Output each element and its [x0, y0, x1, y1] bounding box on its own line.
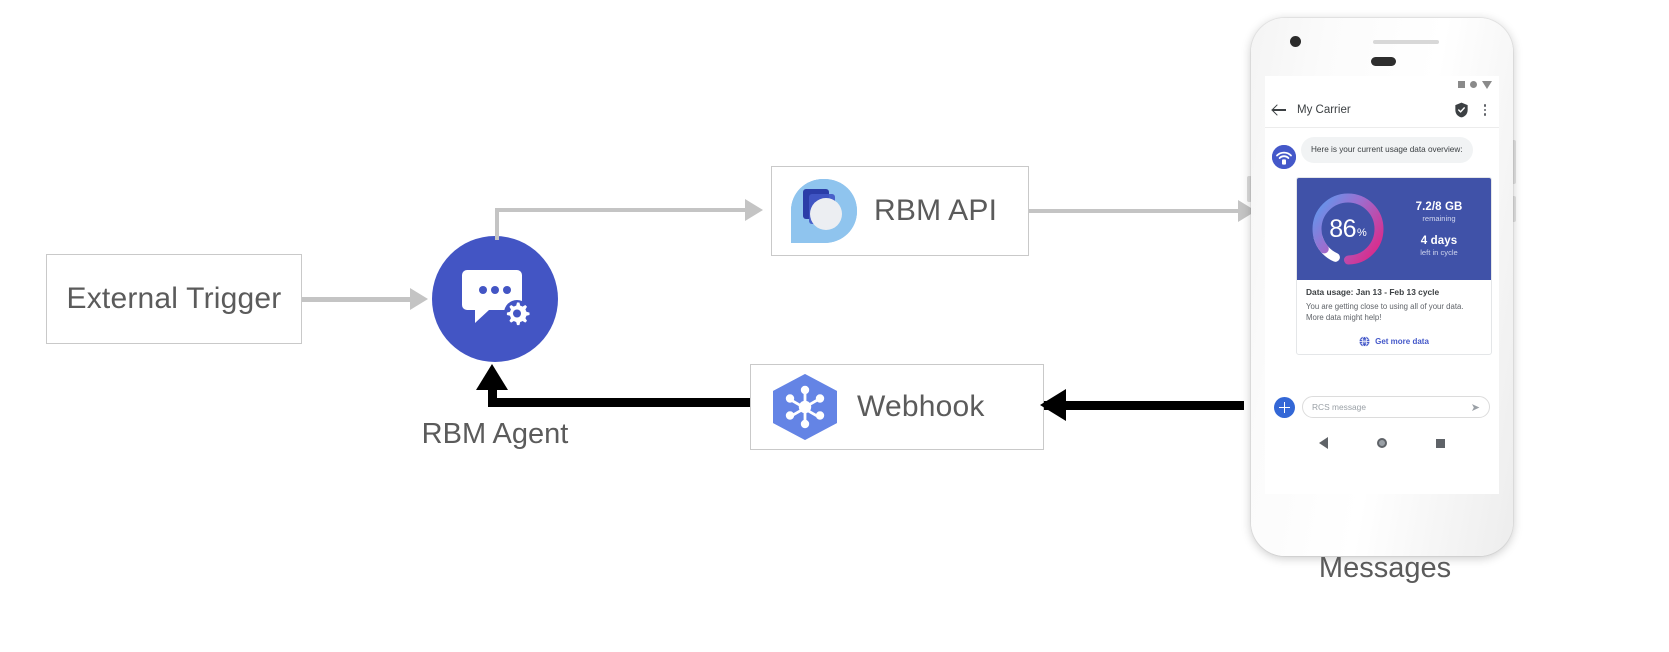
incoming-message-bubble: Here is your current usage data overview… [1301, 137, 1473, 163]
arrow-trigger-to-agent-head [410, 288, 428, 310]
rich-card-body: Data usage: Jan 13 - Feb 13 cycle You ar… [1297, 280, 1491, 328]
rich-card[interactable]: 86 % 7.2/8 GB remaining 4 days left in c… [1296, 177, 1492, 355]
conversation-area: Here is your current usage data overview… [1265, 128, 1499, 458]
send-icon[interactable]: ➤ [1470, 401, 1480, 414]
arrow-webhook-to-agent-horizontal [488, 398, 750, 407]
arrow-phone-to-webhook-line [1044, 401, 1244, 410]
rcs-message-input[interactable]: RCS message ➤ [1302, 396, 1490, 418]
arrow-trigger-to-agent-line [302, 297, 412, 302]
overflow-menu-icon[interactable] [1479, 104, 1491, 116]
arrow-agent-to-api-head [745, 199, 763, 221]
usage-stats: 7.2/8 GB remaining 4 days left in cycle [1389, 201, 1485, 257]
arrow-webhook-to-agent-vertical [488, 390, 497, 406]
globe-icon [1359, 335, 1370, 347]
incoming-message-row: Here is your current usage data overview… [1265, 137, 1499, 169]
gauge-value: 86 [1329, 214, 1357, 243]
arrow-agent-to-api-horizontal [495, 208, 747, 212]
gauge-unit: % [1357, 226, 1367, 239]
phone-speaker-grille [1373, 40, 1439, 44]
stat-days-left-value: 4 days [1420, 235, 1458, 247]
node-rbm-agent[interactable] [432, 236, 558, 362]
usage-gauge: 86 % [1307, 188, 1389, 270]
rich-card-description: You are getting close to using all of yo… [1306, 302, 1464, 323]
home-nav-icon[interactable] [1376, 438, 1387, 448]
app-bar: My Carrier [1265, 93, 1499, 128]
stat-data-remaining-label: remaining [1422, 214, 1456, 223]
phone-earpiece [1371, 57, 1396, 66]
messages-label: Messages [1318, 552, 1452, 584]
data-usage-gauge-panel: 86 % 7.2/8 GB remaining 4 days left in c… [1297, 178, 1491, 280]
stat-days-left: 4 days left in cycle [1393, 235, 1485, 257]
arrow-phone-to-webhook-head [1040, 389, 1066, 421]
get-more-data-label: Get more data [1375, 336, 1429, 346]
rcs-message-placeholder: RCS message [1312, 402, 1366, 412]
chat-gear-icon [462, 270, 530, 326]
stat-data-remaining-value: 7.2/8 GB [1415, 201, 1463, 213]
square-icon [1458, 81, 1465, 88]
rbm-api-label: RBM API [874, 194, 998, 227]
android-nav-bar [1265, 428, 1499, 458]
phone-front-camera [1290, 36, 1301, 47]
rbm-agent-label: RBM Agent [421, 418, 569, 450]
arrow-webhook-to-agent-head [476, 364, 508, 390]
rich-card-title: Data usage: Jan 13 - Feb 13 cycle [1306, 287, 1440, 297]
back-arrow-icon[interactable] [1273, 103, 1287, 117]
plus-icon[interactable] [1274, 396, 1295, 418]
app-bar-title: My Carrier [1297, 104, 1351, 116]
node-rbm-api[interactable]: RBM API [771, 166, 1029, 256]
phone-volume-down-button[interactable] [1511, 196, 1516, 222]
wifi-router-avatar-icon [1272, 145, 1296, 169]
webhook-label: Webhook [857, 390, 985, 423]
node-external-trigger[interactable]: External Trigger [46, 254, 302, 344]
arrow-agent-to-api-vertical [495, 208, 499, 240]
arrow-api-to-phone-line [1029, 209, 1241, 213]
gauge-center-label: 86 % [1307, 188, 1389, 270]
status-bar [1265, 76, 1499, 93]
phone-volume-up-button[interactable] [1511, 140, 1516, 184]
cloud-functions-hexagon-icon [773, 374, 837, 440]
node-webhook[interactable]: Webhook [750, 364, 1044, 450]
phone-screen: My Carrier Here is yo [1265, 76, 1499, 494]
get-more-data-button[interactable]: Get more data [1297, 328, 1491, 354]
rbm-teardrop-icon [791, 179, 857, 243]
back-nav-icon[interactable] [1319, 437, 1329, 449]
triangle-down-icon [1482, 80, 1492, 89]
dot-icon [1470, 81, 1477, 88]
verified-shield-icon [1455, 102, 1468, 118]
message-composer: RCS message ➤ [1265, 396, 1499, 418]
stat-days-left-label: left in cycle [1420, 248, 1458, 257]
recents-nav-icon[interactable] [1435, 438, 1445, 448]
stat-data-remaining: 7.2/8 GB remaining [1393, 201, 1485, 223]
external-trigger-label: External Trigger [66, 282, 282, 315]
phone-power-button[interactable] [1247, 176, 1252, 202]
